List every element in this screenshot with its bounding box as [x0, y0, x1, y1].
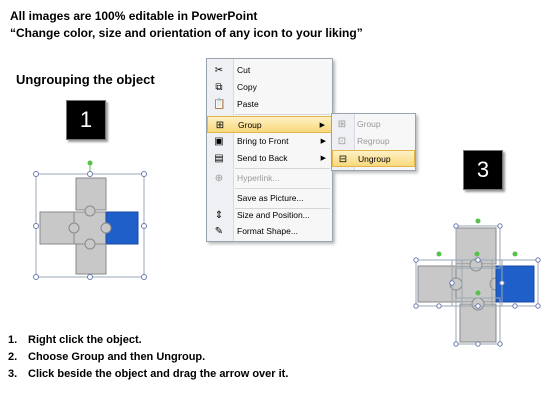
section-title: Ungrouping the object: [16, 72, 155, 87]
menu-item-bring-to-front[interactable]: ▣ Bring to Front ▶: [207, 133, 332, 150]
puzzle-piece-top: [75, 177, 107, 211]
menu-item-cut[interactable]: ✂ Cut: [214, 65, 251, 76]
format-shape-icon: ✎: [214, 226, 224, 237]
menu-item-save-as-picture[interactable]: Save as Picture...: [207, 190, 332, 207]
hyperlink-icon: ⊕: [214, 173, 224, 184]
instruction-step-2: 2.Choose Group and then Ungroup.: [8, 351, 206, 363]
submenu-item-regroup[interactable]: ⊡ Regroup: [337, 136, 390, 147]
step-badge-3: 3: [463, 150, 503, 190]
menu-item-hyperlink[interactable]: ⊕ Hyperlink...: [214, 173, 280, 184]
rotation-handle: [87, 160, 93, 166]
menu-item-send-to-back[interactable]: ▤ Send to Back ▶: [207, 150, 332, 167]
group-submenu: ⊞ Group ⊡ Regroup ⊟ Ungroup: [331, 113, 416, 171]
group-icon: ⊞: [337, 119, 347, 130]
menu-item-format-shape[interactable]: ✎ Format Shape...: [214, 226, 298, 237]
bring-to-front-icon: ▣: [214, 136, 224, 147]
instruction-list: 1.Right click the object. 2.Choose Group…: [8, 332, 288, 383]
ungroup-icon: ⊟: [338, 154, 348, 165]
size-position-icon: ⇕: [214, 210, 224, 221]
copy-icon: ⧉: [215, 82, 223, 93]
save-as-picture-icon: [213, 193, 225, 204]
paste-icon: 📋: [213, 99, 226, 110]
step-badge-1: 1: [66, 100, 106, 140]
group-icon: ⊞: [215, 120, 225, 131]
puzzle-piece-bottom: [75, 243, 107, 275]
submenu-item-group[interactable]: ⊞ Group: [337, 119, 381, 130]
instruction-step-3: 3.Click beside the object and drag the a…: [8, 368, 289, 380]
header-line-1: All images are 100% editable in PowerPoi…: [10, 9, 258, 23]
menu-item-group[interactable]: ⊞ Group ▶: [207, 116, 332, 133]
context-menu: ✂ Cut ⧉ Copy 📋 Paste ⊞ Group ▶ ▣ Bring t…: [206, 58, 333, 242]
menu-item-size-and-position[interactable]: ⇕ Size and Position...: [214, 210, 310, 221]
puzzle-piece-left: [39, 211, 75, 245]
submenu-item-ungroup[interactable]: ⊟ Ungroup: [332, 150, 415, 167]
submenu-arrow-icon: ▶: [319, 122, 325, 129]
submenu-arrow-icon: ▶: [320, 138, 326, 145]
submenu-arrow-icon: ▶: [320, 155, 326, 162]
ungrouped-puzzle-object[interactable]: [412, 218, 544, 350]
instruction-step-1: 1.Right click the object.: [8, 334, 142, 346]
send-to-back-icon: ▤: [214, 153, 224, 164]
menu-item-paste[interactable]: 📋 Paste: [213, 99, 259, 110]
header-text: All images are 100% editable in PowerPoi…: [10, 8, 363, 42]
grouped-puzzle-object[interactable]: [30, 158, 150, 283]
header-line-2: “Change color, size and orientation of a…: [10, 26, 363, 40]
cut-icon: ✂: [214, 65, 224, 76]
menu-item-copy[interactable]: ⧉ Copy: [207, 79, 332, 96]
regroup-icon: ⊡: [337, 136, 347, 147]
